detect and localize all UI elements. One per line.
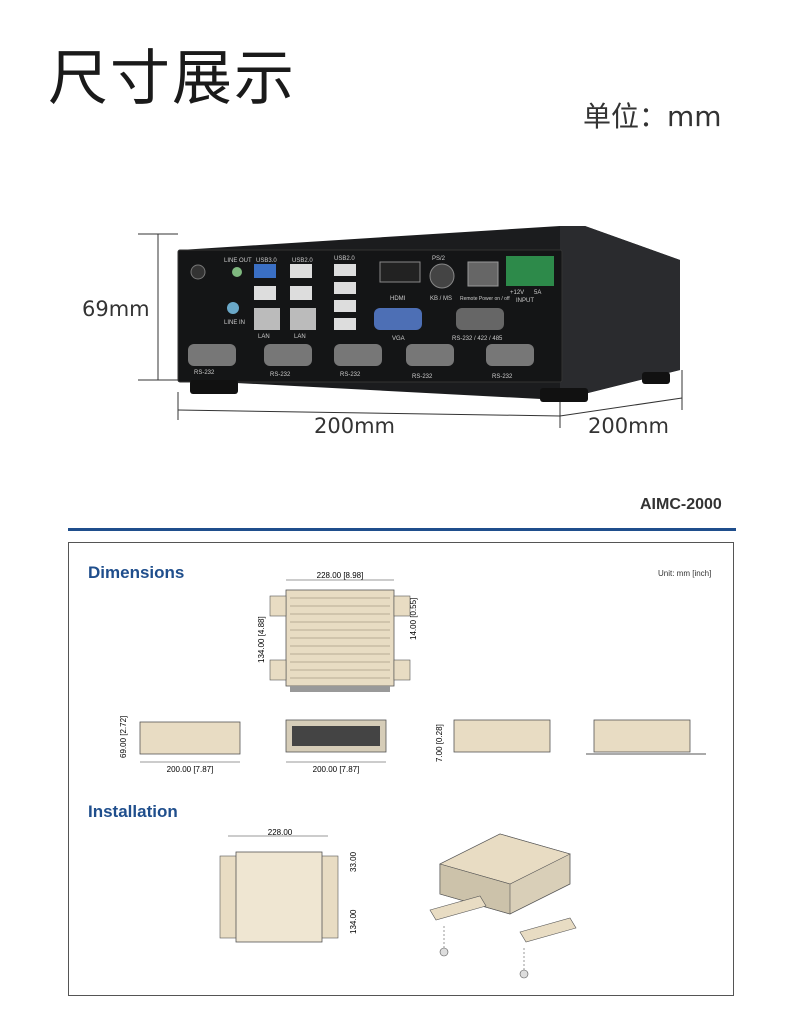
drawing-frame [68,542,734,996]
port-label-line-in: LINE IN [224,320,245,326]
width-dimension-label: 200mm [314,414,395,438]
port-label-rs232-485: RS-232 / 422 / 485 [452,336,503,342]
installation-isometric-drawing [429,833,577,979]
installation-heading: Installation [88,802,178,821]
port-label-usb30: USB3.0 [256,258,277,264]
rear-width-label: 200.00 [7.87] [313,765,360,774]
port-label-input: INPUT [516,298,534,304]
port-label-lan-b: LAN [294,334,306,340]
front-height-label: 69.00 [2.72] [119,716,128,758]
dimensions-heading: Dimensions [88,563,185,582]
inst-width-label: 228.00 [268,828,293,837]
model-name: AIMC-2000 [640,496,722,513]
port-label-usb20-a: USB2.0 [292,258,313,264]
port-label-rs232-3: RS-232 [340,372,361,378]
port-label-ps2: PS/2 [432,256,446,262]
page-title: 尺寸展示 [48,44,296,114]
inst-height-label: 134.00 [349,909,358,934]
port-label-usb20-b: USB2.0 [334,256,355,262]
unit-label: 单位：mm [583,100,722,133]
port-label-remote: Remote Power on / off [460,296,510,302]
top-view-drawing: 228.00 [8.98] 134.00 [4.88] 14.00 [0.55] [257,571,418,692]
product-rear-photo: LINE OUT LINE IN USB3.0 USB2.0 USB2.0 LA… [138,226,683,428]
height-dimension-label: 69mm [82,297,150,321]
front-width-label: 200.00 [7.87] [167,765,214,774]
top-width-label: 228.00 [8.98] [317,571,364,580]
port-label-rs232-1: RS-232 [194,370,215,376]
port-label-input-amp: 5A [534,290,541,296]
divider-rule [68,528,736,531]
port-label-rs232-2: RS-232 [270,372,291,378]
port-label-kbms: KB / MS [430,296,452,302]
depth-dimension-label: 200mm [588,414,669,438]
side-views-drawing: 69.00 [2.72] 200.00 [7.87] 200.00 [7.87]… [119,716,706,774]
top-side-label: 14.00 [0.55] [409,598,418,640]
port-label-vga: VGA [392,336,405,342]
port-label-line-out: LINE OUT [224,258,252,264]
top-height-label: 134.00 [4.88] [257,616,266,663]
side-depth-label: 7.00 [0.28] [435,724,444,762]
port-label-lan-a: LAN [258,334,270,340]
port-label-hdmi: HDMI [390,296,406,302]
port-label-rs232-4: RS-232 [412,374,433,380]
inst-side-label: 33.00 [349,851,358,872]
port-label-rs232-5: RS-232 [492,374,513,380]
unit-note: Unit: mm [inch] [658,569,712,578]
port-label-input-volt: +12V [510,290,524,296]
installation-flat-drawing: 228.00 33.00 134.00 [219,828,358,943]
